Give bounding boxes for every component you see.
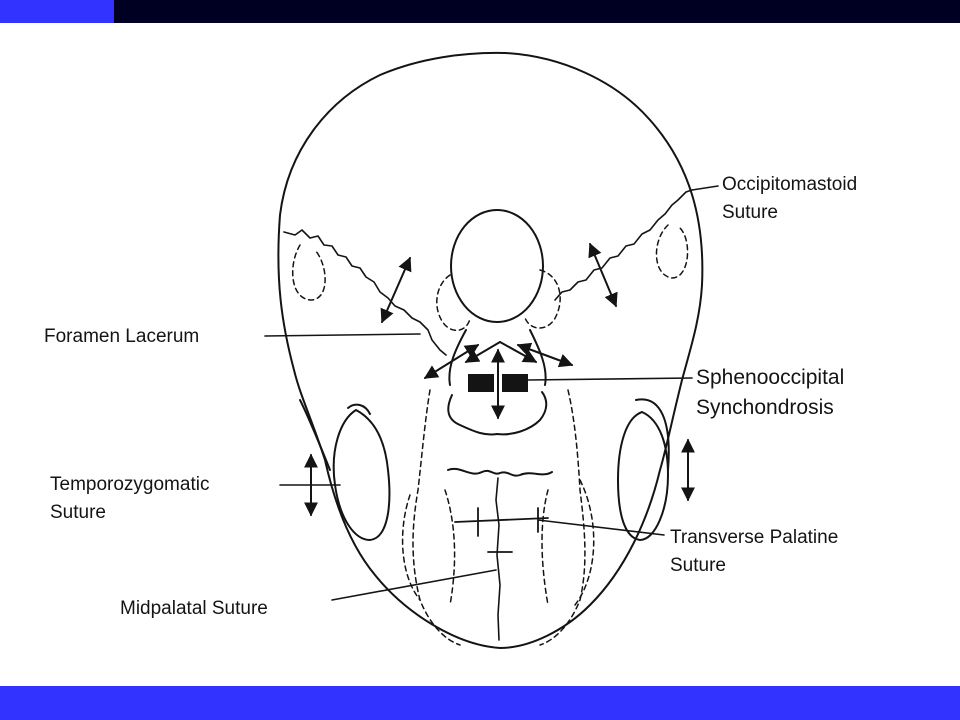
left-temporal-line [299, 399, 331, 471]
right-zygomatic-arch [617, 411, 669, 541]
arrow-left-occipital [380, 256, 412, 324]
label-temporozygomatic: Temporozygomatic Suture [50, 474, 215, 523]
label-sphenooccipital: Sphenooccipital Synchondrosis [696, 366, 850, 419]
leader-occipitomastoid [691, 185, 719, 191]
top-bar-dark [0, 0, 960, 23]
leader-foramen-lacerum [264, 333, 421, 337]
transverse-palatine-suture [454, 507, 549, 553]
right-lateral-dashed [655, 224, 689, 279]
right-maxilla-dashed [541, 479, 595, 606]
arrow-diag-right [499, 341, 538, 363]
synchondrosis-block-right [502, 374, 528, 392]
left-condyle [436, 274, 471, 332]
right-zygomatic-inner [635, 398, 670, 471]
right-palate-dashed [539, 389, 586, 646]
arrow-upper-left [423, 344, 480, 379]
left-lateral-dashed [292, 244, 326, 301]
arrow-diag-left [464, 341, 501, 363]
midpalatal-suture [495, 477, 501, 641]
arrow-right-occipital [588, 242, 618, 308]
right-condyle [524, 269, 561, 329]
top-bar [0, 0, 960, 23]
skull-outline [277, 51, 704, 649]
label-foramen-lacerum: Foramen Lacerum [44, 326, 199, 347]
leader-midpalatal [331, 569, 497, 601]
occipitomastoid-suture [283, 189, 693, 356]
label-transverse-palatine: Transverse Palatine Suture [670, 527, 844, 576]
left-maxilla-dashed [401, 489, 456, 606]
left-zygomatic-arch [332, 409, 391, 541]
label-occipitomastoid: Occipitomastoid Suture [722, 174, 862, 223]
synchondrosis-block-left [468, 374, 494, 392]
top-bar-accent [0, 0, 114, 23]
label-midpalatal: Midpalatal Suture [120, 598, 268, 619]
leader-transverse-palatine [537, 519, 665, 536]
left-zygomatic-inner [347, 403, 371, 415]
leader-sphenooccipital [527, 377, 693, 381]
foramen-magnum [450, 209, 544, 323]
arrow-upper-right [516, 342, 574, 368]
bottom-bar [0, 686, 960, 720]
palatine-wave [447, 467, 553, 477]
left-palate-dashed [412, 389, 461, 646]
